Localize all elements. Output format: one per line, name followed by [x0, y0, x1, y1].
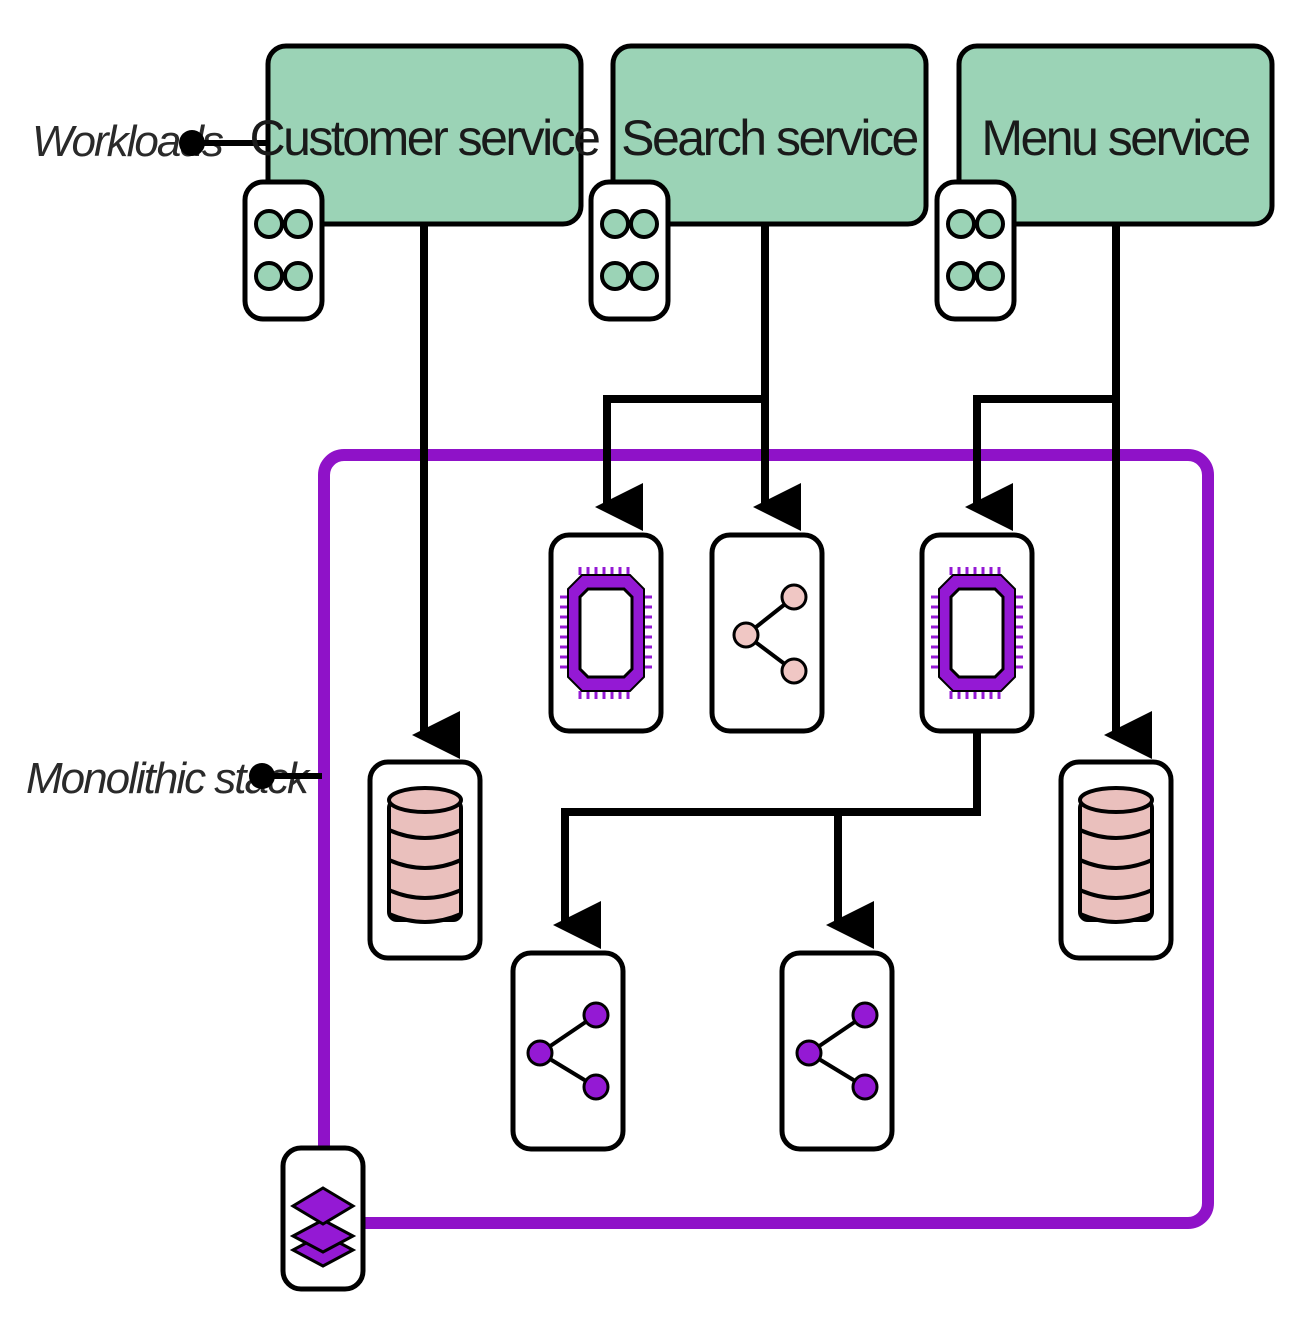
menu-service-label: Menu service — [981, 110, 1249, 166]
arrow-menu-to-processor — [965, 226, 1120, 531]
processor-chip-icon — [548, 532, 664, 734]
network-share-icon — [779, 950, 895, 1152]
pod-icon — [934, 179, 1017, 322]
processor-chip-icon — [919, 532, 1035, 734]
pod-icon — [588, 179, 671, 322]
pod-icon — [242, 179, 325, 322]
customer-service-box: Customer service — [250, 43, 602, 227]
monolithic-stack-callout: Monolithic stack — [26, 754, 322, 803]
customer-service-label: Customer service — [250, 110, 600, 166]
network-share-icon — [709, 532, 825, 734]
database-icon — [1058, 759, 1174, 961]
arrow-processor-to-network-left — [553, 733, 981, 949]
arrow-search-to-processor — [595, 226, 769, 531]
layers-stack-icon — [280, 1145, 366, 1292]
workloads-callout: Workloads — [32, 117, 268, 166]
network-share-icon — [510, 950, 626, 1152]
connectors — [412, 226, 1152, 949]
menu-service-box: Menu service — [956, 43, 1275, 227]
search-service-box: Search service — [610, 43, 929, 227]
database-icon — [367, 759, 483, 961]
search-service-label: Search service — [621, 110, 917, 166]
